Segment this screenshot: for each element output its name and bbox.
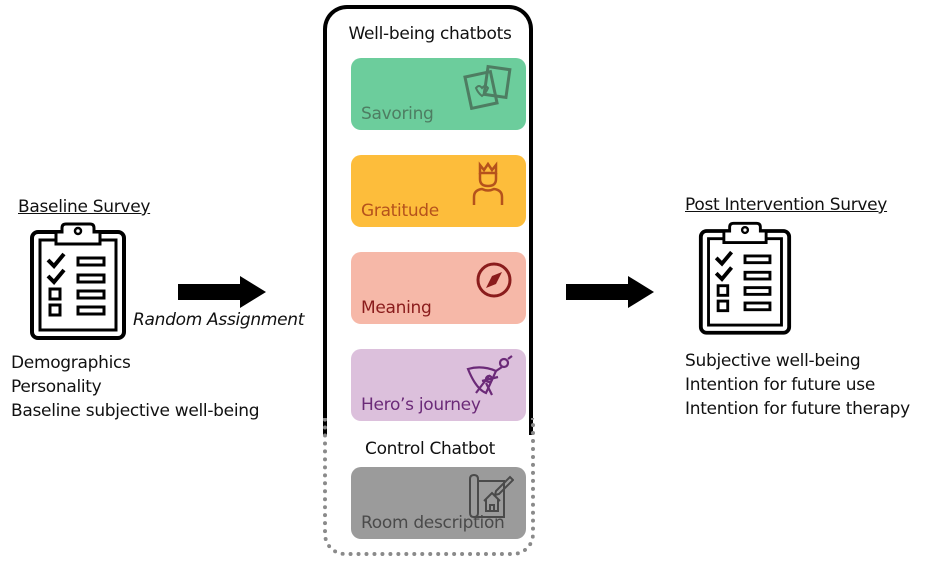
arrow-right-icon	[566, 276, 654, 308]
chatbot-box-meaning: Meaning	[351, 252, 526, 324]
post-measures-list: Subjective well-being Intention for futu…	[685, 349, 910, 421]
arrow-right-icon	[178, 276, 266, 308]
compass-icon	[476, 262, 512, 298]
random-assignment-label: Random Assignment	[133, 310, 305, 330]
chatbot-label: Meaning	[361, 298, 432, 318]
chatbot-label: Room description	[361, 513, 505, 533]
chatbot-box-savoring: Savoring	[351, 58, 526, 130]
baseline-measure-item: Personality	[11, 377, 102, 397]
post-clipboard-icon	[698, 221, 792, 335]
baseline-measure-item: Demographics	[11, 353, 131, 373]
chatbot-box-room-description: Room description	[351, 467, 526, 539]
chatbot-label: Gratitude	[361, 201, 439, 221]
baseline-survey-title: Baseline Survey	[18, 197, 151, 217]
baseline-clipboard-icon	[30, 222, 126, 340]
post-measure-item: Subjective well-being	[685, 351, 861, 371]
baseline-measure-item: Baseline subjective well-being	[11, 401, 260, 421]
photos-heart-icon	[463, 64, 512, 110]
post-measure-item: Intention for future use	[685, 375, 876, 395]
post-measure-item: Intention for future therapy	[685, 399, 910, 419]
wellbeing-chatbots-heading: Well-being chatbots	[348, 24, 512, 44]
chatbot-label: Hero’s journey	[361, 395, 481, 415]
chatbot-label: Savoring	[361, 104, 434, 124]
person-crown-icon	[472, 161, 504, 205]
control-chatbot-frame	[323, 418, 535, 556]
control-chatbot-heading: Control Chatbot	[365, 439, 495, 459]
chatbot-box-heros-journey: Hero’s journey	[351, 349, 526, 421]
baseline-measures-list: Demographics Personality Baseline subjec…	[11, 351, 260, 423]
superhero-icon	[466, 355, 513, 396]
chatbot-box-gratitude: Gratitude	[351, 155, 526, 227]
wellbeing-chatbots-frame	[323, 5, 533, 435]
house-blueprint-icon	[469, 473, 514, 519]
post-survey-title: Post Intervention Survey	[685, 195, 888, 215]
